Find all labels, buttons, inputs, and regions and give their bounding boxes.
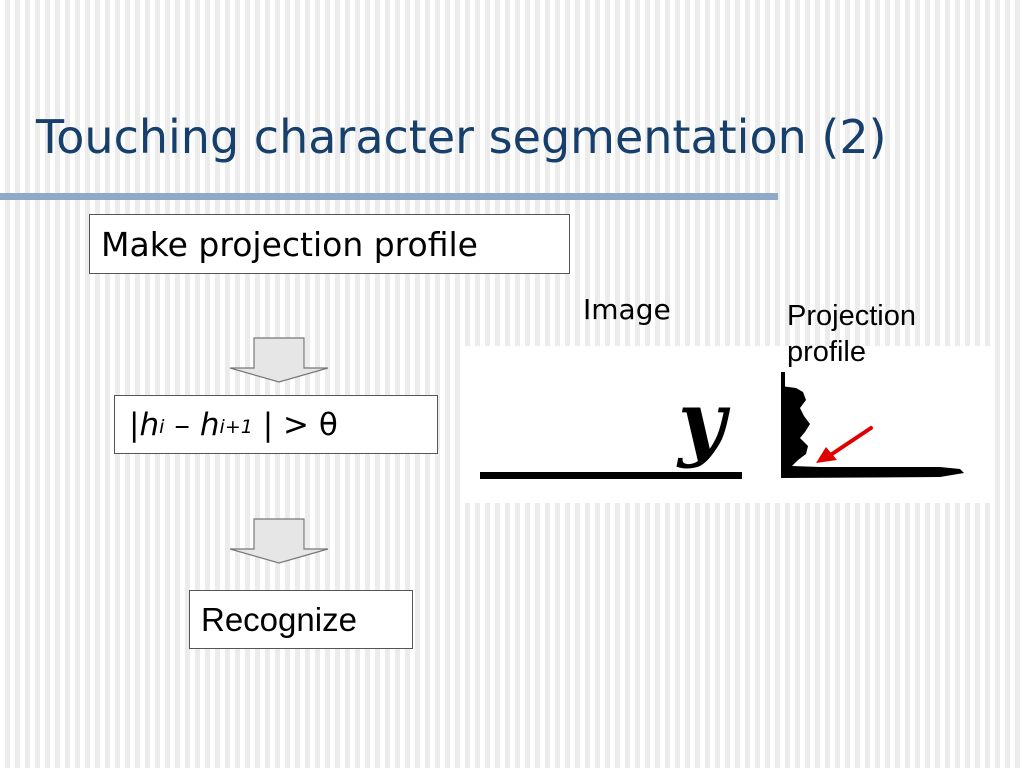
- character-y: y: [676, 374, 731, 470]
- slide-title: Touching character segmentation (2): [36, 110, 887, 164]
- image-label: Image: [583, 293, 671, 326]
- condition-tail: | > θ: [252, 406, 338, 443]
- projection-profile-label-line-1: Projection: [787, 300, 916, 332]
- recognize-label: Recognize: [201, 600, 357, 638]
- pointer-arrow-icon: [816, 426, 873, 463]
- character-image: y: [480, 374, 742, 479]
- title-divider: [0, 193, 778, 200]
- profile-plot: [781, 372, 964, 478]
- recognize-box: Recognize: [189, 590, 413, 649]
- projection-profile-label: Projection profile: [787, 298, 967, 370]
- projection-profile-label-line-2: profile: [787, 336, 866, 368]
- profile-shape: [781, 386, 964, 478]
- condition-minus: –: [174, 406, 190, 443]
- condition-bar-open: |: [129, 406, 140, 443]
- make-projection-profile-label: Make projection profile: [101, 224, 478, 264]
- condition-sub-i: i: [159, 415, 165, 438]
- condition-h-i-plus-1: h: [199, 406, 220, 443]
- condition-h-i: h: [139, 406, 160, 443]
- underline-stroke: [480, 472, 742, 479]
- down-arrow-icon: [229, 518, 329, 564]
- condition-sub-i-plus-1: i+1: [219, 415, 253, 438]
- projection-profile-figure: y: [460, 346, 990, 503]
- make-projection-profile-box: Make projection profile: [89, 214, 570, 274]
- down-arrow-icon: [229, 337, 329, 383]
